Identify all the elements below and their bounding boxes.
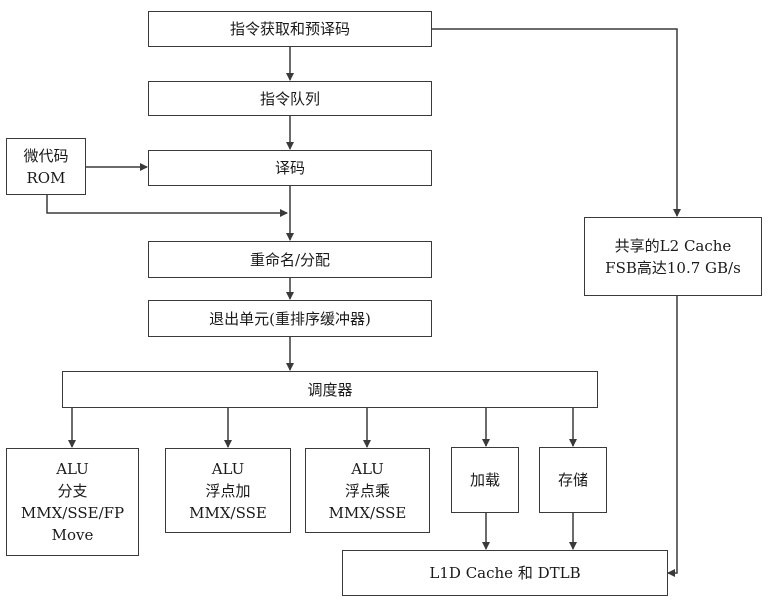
l1d-cache-dtlb-box: L1D Cache 和 DTLB — [342, 550, 668, 596]
store-unit-label: 存储 — [557, 471, 588, 489]
alu-fp-add-line-3: MMX/SSE — [189, 503, 267, 522]
shared-l2-cache-line-1: 共享的L2 Cache — [614, 236, 732, 255]
alu-fp-mul-line-2: 浮点乘 — [344, 481, 390, 500]
alu-branch-line-3: MMX/SSE/FP — [20, 504, 125, 522]
microcode-label: 微代码 — [23, 146, 69, 165]
l1d-cache-dtlb-label: L1D Cache 和 DTLB — [429, 564, 581, 582]
decode-label: 译码 — [274, 159, 305, 177]
arrow-l2-fetch-bidirectional — [426, 25, 681, 217]
load-unit-box: 加载 — [451, 447, 519, 513]
alu-branch-box: ALU 分支 MMX/SSE/FP Move — [6, 448, 139, 556]
scheduler-label: 调度器 — [307, 380, 353, 399]
alu-fp-mul-box: ALU 浮点乘 MMX/SSE — [305, 448, 430, 533]
instruction-queue-label: 指令队列 — [259, 89, 320, 108]
alu-fp-add-line-2: 浮点加 — [205, 481, 251, 500]
alu-fp-mul-line-3: MMX/SSE — [328, 503, 407, 522]
load-unit-label: 加载 — [469, 471, 500, 489]
shared-l2-cache-box: 共享的L2 Cache FSB高达10.7 GB/s — [584, 217, 762, 296]
instruction-queue-box: 指令队列 — [148, 81, 432, 116]
decode-box: 译码 — [148, 150, 432, 186]
fetch-predecode-box: 指令获取和预译码 — [148, 11, 432, 47]
shared-l2-cache-line-2: FSB高达10.7 GB/s — [605, 258, 741, 277]
store-unit-box: 存储 — [539, 447, 607, 513]
arrow-rom-to-rename-path — [46, 195, 288, 217]
alu-fp-add-box: ALU 浮点加 MMX/SSE — [165, 448, 291, 533]
alu-fp-add-line-1: ALU — [211, 459, 245, 478]
fetch-predecode-label: 指令获取和预译码 — [229, 20, 350, 38]
alu-branch-line-2: 分支 — [57, 482, 88, 500]
alu-branch-line-4: Move — [51, 526, 94, 544]
rename-allocate-label: 重命名/分配 — [249, 250, 331, 269]
microcode-rom-box: 微代码 ROM — [6, 138, 86, 195]
alu-fp-mul-line-1: ALU — [351, 459, 384, 478]
alu-branch-line-1: ALU — [56, 460, 89, 478]
retirement-unit-label: 退出单元(重排序缓冲器) — [209, 309, 371, 328]
retirement-unit-box: 退出单元(重排序缓冲器) — [148, 300, 432, 337]
rename-allocate-box: 重命名/分配 — [148, 241, 432, 278]
rom-label: ROM — [26, 168, 66, 187]
arrow-l2-to-l1d — [667, 296, 678, 577]
scheduler-box: 调度器 — [62, 371, 598, 408]
